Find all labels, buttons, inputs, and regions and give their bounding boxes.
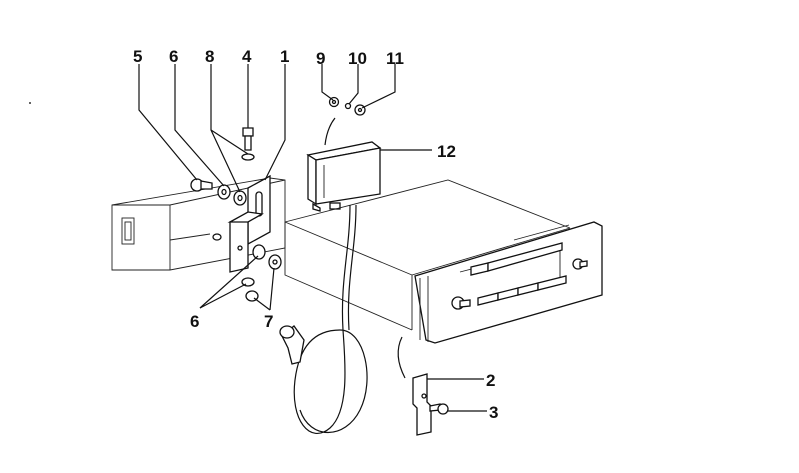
nut-part-11 bbox=[354, 104, 366, 116]
control-unit-part-12 bbox=[306, 141, 382, 212]
callout-7: 7 bbox=[264, 312, 273, 331]
washer-part-8 bbox=[233, 190, 247, 206]
callout-9: 9 bbox=[316, 49, 325, 68]
radio-unit bbox=[284, 179, 603, 344]
bolt-part-4 bbox=[241, 127, 255, 161]
nut-part-7 bbox=[245, 254, 282, 302]
callout-6-lower: 6 bbox=[190, 312, 199, 331]
stray-dot bbox=[29, 102, 31, 104]
assembly-arrow-top bbox=[324, 117, 336, 146]
bracket-part-1 bbox=[227, 174, 271, 273]
callout-4: 4 bbox=[242, 47, 252, 66]
callout-8: 8 bbox=[205, 47, 214, 66]
lockwasher-part-10 bbox=[344, 102, 352, 110]
clip-part-2 bbox=[412, 373, 432, 436]
assembly-arrow-bottom bbox=[397, 336, 406, 379]
callout-6: 6 bbox=[169, 47, 178, 66]
washer-part-6-lower bbox=[241, 244, 266, 287]
callout-5: 5 bbox=[133, 47, 142, 66]
screw-part-3 bbox=[429, 403, 449, 415]
screw-part-5 bbox=[190, 178, 213, 192]
callout-3: 3 bbox=[489, 403, 498, 422]
leader-lines bbox=[138, 64, 487, 412]
antenna-cable bbox=[279, 204, 368, 434]
callout-12: 12 bbox=[437, 142, 456, 161]
washer-part-6-upper bbox=[217, 184, 231, 200]
callout-1: 1 bbox=[280, 47, 289, 66]
callout-2: 2 bbox=[486, 371, 495, 390]
callout-11: 11 bbox=[386, 49, 404, 68]
callout-10: 10 bbox=[348, 49, 367, 68]
